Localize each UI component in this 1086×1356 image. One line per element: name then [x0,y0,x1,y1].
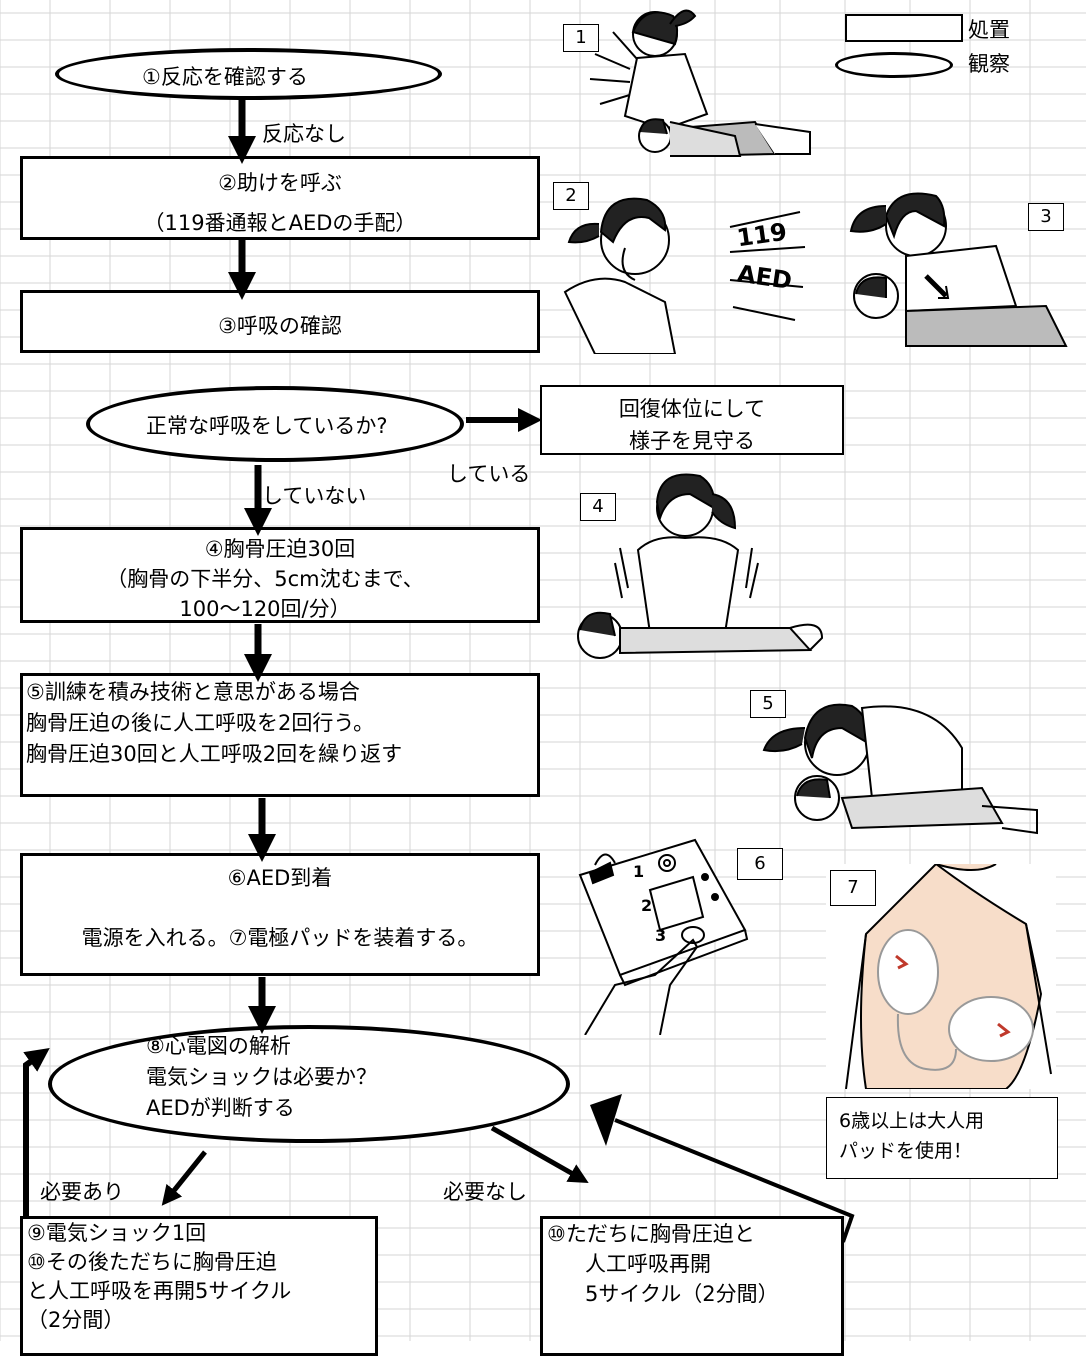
step10-text-1: ⑩ただちに胸骨圧迫と [547,1222,755,1246]
step10-box: ⑩ただちに胸骨圧迫と 人工呼吸再開 5サイクル（2分間） [540,1216,844,1356]
step4-text-2: （胸骨の下半分、5cm沈むまで、 [106,567,424,591]
step10-text-3: 5サイクル（2分間） [585,1282,779,1306]
figure2-call-for-help-illustration: 119 AED [563,197,806,354]
breathing-question-text: 正常な呼吸をしているか? [146,414,388,438]
step1-oval [55,48,442,100]
shock-needed-label: 必要あり [40,1180,124,1204]
step2-box: ②助けを呼ぶ （119番通報とAEDの手配） [20,156,540,240]
step6-box: ⑥AED到着 電源を入れる。⑦電極パッドを装着する。 [20,853,540,976]
legend-treatment-swatch [845,14,963,42]
step2-subtitle: （119番通報とAEDの手配） [143,211,417,235]
step6-text-2: 電源を入れる。⑦電極パッドを装着する。 [81,926,479,950]
step4-text-1: ④胸骨圧迫30回 [204,537,356,561]
step4-text-3: 100〜120回/分） [179,597,351,621]
recovery-text-1: 回復体位にして [618,397,766,421]
figure6-number: 6 [737,848,783,880]
step3-box: ③呼吸の確認 [20,290,540,353]
step8-oval [48,1025,570,1143]
step4-box: ④胸骨圧迫30回 （胸骨の下半分、5cm沈むまで、 100〜120回/分） [20,527,540,623]
step2-title: ②助けを呼ぶ [218,171,342,195]
step8-text-3: AEDが判断する [146,1096,295,1120]
legend-observation-swatch [835,52,953,78]
step8-text-1: ⑧心電図の解析 [146,1034,291,1058]
step3-text: ③呼吸の確認 [218,314,342,338]
step9-text-1: ⑨電気ショック1回 [27,1221,207,1245]
pad-note-box: 6歳以上は大人用 パッドを使用！ [826,1097,1058,1179]
figure3-check-breathing-illustration [849,192,1068,347]
aed-button-1-text: 1 [633,862,644,881]
figure5-rescue-breath-illustration [762,703,1038,835]
step9-box: ⑨電気ショック1回 ⑩その後ただちに胸骨圧迫 と人工呼吸を再開5サイクル （2分… [20,1216,378,1356]
step5-box: ⑤訓練を積み技術と意思がある場合 胸骨圧迫の後に人工呼吸を2回行う。 胸骨圧迫3… [20,673,540,797]
step9-text-3: と人工呼吸を再開5サイクル [27,1279,292,1303]
step9-text-2: ⑩その後ただちに胸骨圧迫 [27,1250,277,1274]
figure7-pad-placement-illustration [826,864,1056,1089]
breathing-no-label: していない [262,484,367,508]
legend-observation-label: 観察 [968,52,1010,76]
step5-text-1: ⑤訓練を積み技術と意思がある場合 [26,680,360,704]
recovery-position-box: 回復体位にして 様子を見守る [540,385,844,455]
step8-text-2: 電気ショックは必要か？ [146,1065,377,1089]
breathing-yes-label: している [447,462,531,486]
aed-button-2-text: 2 [641,896,652,915]
pad-note-text-1: 6歳以上は大人用 [839,1110,985,1132]
aed-button-3-text: 3 [655,926,666,945]
figure1-check-response-illustration [589,9,811,158]
no-response-label: 反応なし [262,122,346,146]
step9-text-4: （2分間） [27,1308,125,1332]
shock-not-needed-label: 必要なし [443,1180,527,1204]
breathing-question-oval [86,386,464,462]
step1-text: ①反応を確認する [142,65,308,89]
figure4-number: 4 [580,493,616,521]
pad-note-text-2: パッドを使用！ [839,1140,973,1162]
figure7-number: 7 [830,870,876,906]
figure4-chest-compression-illustration [577,473,824,659]
figure2-number: 2 [553,182,589,210]
step5-text-2: 胸骨圧迫の後に人工呼吸を2回行う。 [26,711,375,735]
legend-treatment-label: 処置 [968,18,1010,42]
figure3-number: 3 [1028,203,1064,231]
recovery-text-2: 様子を見守る [629,429,755,453]
step6-text-1: ⑥AED到着 [227,866,333,890]
call-aed-text: AED [735,260,793,295]
step10-text-2: 人工呼吸再開 [585,1252,711,1276]
figure1-number: 1 [563,24,599,52]
figure6-aed-device-illustration: 1 2 3 [578,838,749,1035]
call-119-text: 119 [735,218,789,253]
figure5-number: 5 [750,690,786,718]
step5-text-3: 胸骨圧迫30回と人工呼吸2回を繰り返す [26,742,403,766]
